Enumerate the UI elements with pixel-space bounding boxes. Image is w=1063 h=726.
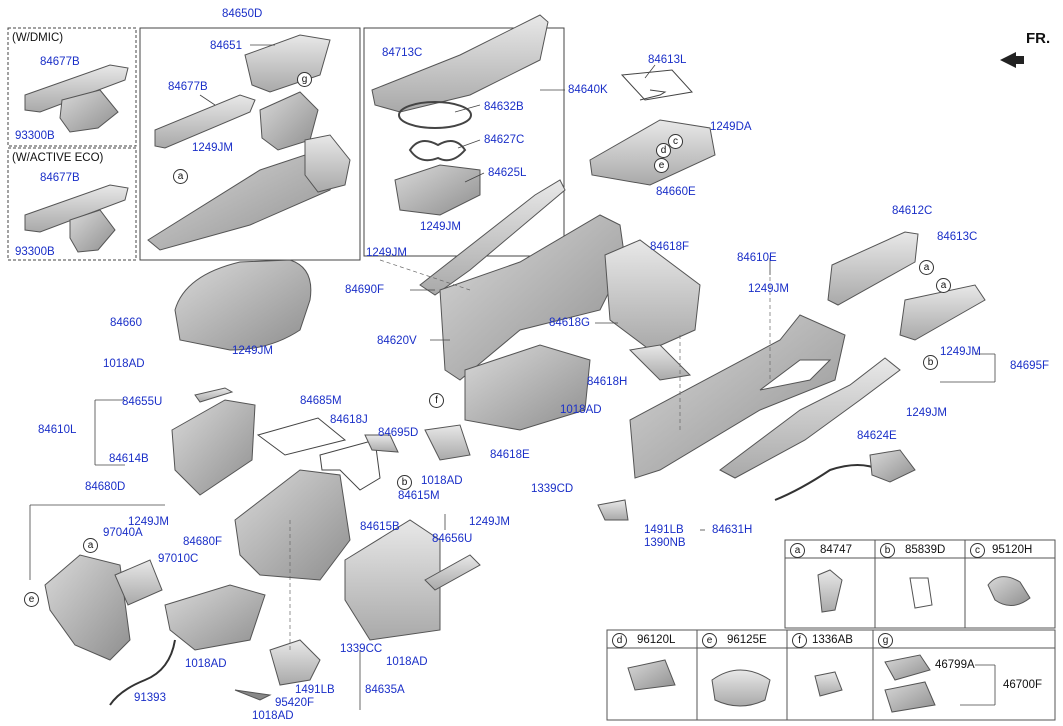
part-label[interactable]: 84625L (488, 167, 527, 179)
legend-letter-b: b (880, 543, 895, 558)
part-label[interactable]: 84618E (490, 449, 530, 461)
part-label[interactable]: 84695D (378, 427, 419, 439)
legend-part-c: 95120H (992, 544, 1033, 556)
part-label[interactable]: 84640K (568, 84, 608, 96)
part-label[interactable]: 1018AD (185, 658, 227, 670)
part-label[interactable]: 1249JM (232, 345, 273, 357)
part-label[interactable]: 84631H (712, 524, 753, 536)
part-label[interactable]: 84618H (587, 376, 628, 388)
part-label[interactable]: 84660E (656, 186, 696, 198)
legend-letter-c: c (970, 543, 985, 558)
part-label[interactable]: 84660 (110, 317, 142, 329)
part-label[interactable]: 84635A (365, 684, 405, 696)
front-direction-label: FR. (1026, 30, 1051, 47)
part-label[interactable]: 84632B (484, 101, 524, 113)
legend-part-a: 84747 (820, 544, 852, 556)
part-label[interactable]: 84685M (300, 395, 342, 407)
part-label[interactable]: 1249JM (469, 516, 510, 528)
part-label[interactable]: 84618J (330, 414, 368, 426)
part-label[interactable]: 84614B (109, 453, 149, 465)
part-label[interactable]: 84695F (1010, 360, 1050, 372)
part-label[interactable]: 1339CC (340, 643, 383, 655)
part-label[interactable]: 1390NB (644, 537, 686, 549)
part-label[interactable]: 84627C (484, 134, 525, 146)
legend-part-e: 96125E (727, 634, 767, 646)
callout-a: a (173, 169, 188, 184)
part-label[interactable]: 91393 (134, 692, 166, 704)
legend-part-g-b: 46700F (1003, 679, 1043, 691)
callout-g: g (297, 72, 312, 87)
part-label[interactable]: 97010C (158, 553, 199, 565)
legend-letter-e: e (702, 633, 717, 648)
part-label[interactable]: 84650D (222, 8, 263, 20)
legend-letter-a: a (790, 543, 805, 558)
callout-f: f (429, 393, 444, 408)
part-label[interactable]: 84713C (382, 47, 423, 59)
part-label[interactable]: 84613C (937, 231, 978, 243)
part-label[interactable]: 84651 (210, 40, 242, 52)
callout-a: a (83, 538, 98, 553)
part-label[interactable]: 84624E (857, 430, 897, 442)
legend-letter-g: g (878, 633, 893, 648)
part-label[interactable]: 1491LB (644, 524, 684, 536)
legend-table (606, 539, 1056, 721)
part-label[interactable]: 84610E (737, 252, 777, 264)
part-label[interactable]: 84680D (85, 481, 126, 493)
part-label[interactable]: 93300B (15, 130, 55, 142)
callout-e: e (654, 158, 669, 173)
part-label[interactable]: 1018AD (421, 475, 463, 487)
front-arrow-icon (1000, 52, 1024, 68)
part-label[interactable]: 97040A (103, 527, 143, 539)
variant-active-eco-title: (W/ACTIVE ECO) (12, 152, 104, 164)
part-label[interactable]: 84620V (377, 335, 417, 347)
part-label[interactable]: 93300B (15, 246, 55, 258)
part-label[interactable]: 1491LB (295, 684, 335, 696)
part-label[interactable]: 1249JM (906, 407, 947, 419)
callout-d: d (656, 143, 671, 158)
legend-part-g-a: 46799A (935, 659, 975, 671)
part-label[interactable]: 84655U (122, 396, 163, 408)
part-label[interactable]: 1249JM (420, 221, 461, 233)
part-label[interactable]: 1249JM (940, 346, 981, 358)
callout-b: b (923, 355, 938, 370)
part-label[interactable]: 1249JM (128, 516, 169, 528)
part-label[interactable]: 84680F (183, 536, 223, 548)
part-label[interactable]: 84615B (360, 521, 400, 533)
callout-b: b (397, 475, 412, 490)
part-label[interactable]: 1249JM (192, 142, 233, 154)
part-label[interactable]: 1249JM (366, 247, 407, 259)
part-label[interactable]: 84615M (398, 490, 440, 502)
variant-dmic-title: (W/DMIC) (12, 32, 64, 44)
callout-a: a (936, 278, 951, 293)
part-label[interactable]: 84677B (168, 81, 208, 93)
callout-c: c (668, 134, 683, 149)
part-label[interactable]: 84677B (40, 172, 80, 184)
part-label[interactable]: 1018AD (252, 710, 294, 722)
part-label[interactable]: 1018AD (560, 404, 602, 416)
part-label[interactable]: 84677B (40, 56, 80, 68)
part-label[interactable]: 1249JM (748, 283, 789, 295)
part-label[interactable]: 1018AD (386, 656, 428, 668)
part-label[interactable]: 84690F (345, 284, 385, 296)
legend-letter-d: d (612, 633, 627, 648)
legend-part-d: 96120L (637, 634, 676, 646)
part-label[interactable]: 84618G (549, 317, 590, 329)
part-label[interactable]: 1018AD (103, 358, 145, 370)
legend-part-f: 1336AB (812, 634, 853, 646)
part-label[interactable]: 84656U (432, 533, 473, 545)
part-label[interactable]: 84610L (38, 424, 77, 436)
part-label[interactable]: 84613L (648, 54, 687, 66)
callout-e: e (24, 592, 39, 607)
legend-letter-f: f (792, 633, 807, 648)
part-label[interactable]: 84618F (650, 241, 690, 253)
part-label[interactable]: 84612C (892, 205, 933, 217)
part-label[interactable]: 95420F (275, 697, 315, 709)
part-label[interactable]: 1339CD (531, 483, 574, 495)
callout-a: a (919, 260, 934, 275)
part-label[interactable]: 1249DA (710, 121, 752, 133)
legend-part-b: 85839D (905, 544, 946, 556)
